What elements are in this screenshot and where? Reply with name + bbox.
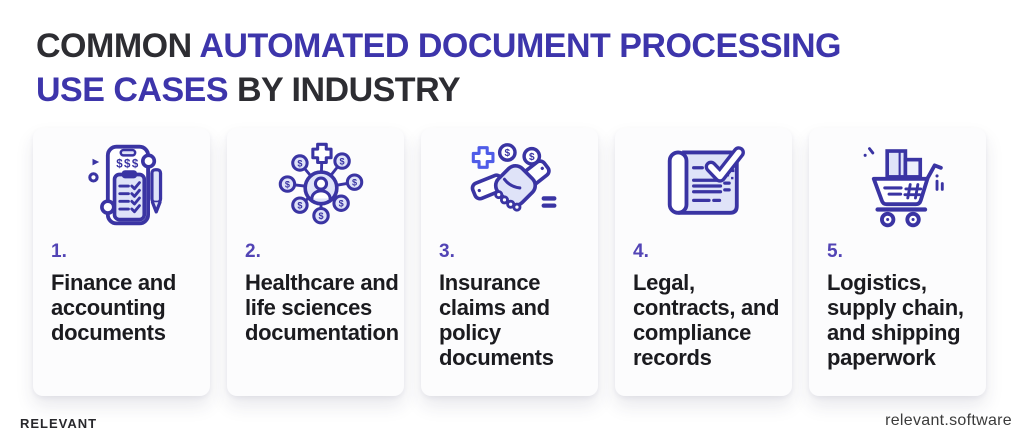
card-healthcare-number: 2. xyxy=(245,241,261,262)
card-finance-label: Finance and accounting documents xyxy=(51,270,177,345)
handshake-coins-icon: $ $ xyxy=(470,143,556,212)
use-case-cards-row: $$$ 1. Finance and accounting documents xyxy=(33,128,986,396)
svg-text:$: $ xyxy=(297,201,302,211)
card-logistics-icon-wrap xyxy=(827,140,978,232)
svg-text:$: $ xyxy=(284,179,289,189)
card-insurance-icon-wrap: $ $ xyxy=(439,140,590,232)
card-finance-icon-wrap: $$$ xyxy=(51,140,202,232)
title-segment-dark-2: BY INDUSTRY xyxy=(236,71,461,109)
card-healthcare-label: Healthcare and life sciences documentati… xyxy=(245,270,399,345)
svg-text:$: $ xyxy=(339,156,344,166)
title-segment-accent-1: AUTOMATED DOCUMENT PROCESSING xyxy=(199,27,841,65)
card-healthcare-icon-wrap: $ $ $ $ $ $ $ xyxy=(245,140,396,232)
card-healthcare: $ $ $ $ $ $ $ 2. Healthcare and life science… xyxy=(227,128,404,396)
svg-text:$: $ xyxy=(338,199,343,209)
card-finance-number: 1. xyxy=(51,241,67,262)
svg-text:$: $ xyxy=(504,148,510,159)
card-insurance-label: Insurance claims and policy documents xyxy=(439,270,554,370)
brand-logo-text: RELEVANT xyxy=(20,416,98,431)
card-legal: 4. Legal, contracts, and compliance reco… xyxy=(615,128,792,396)
healthcare-network-coins-icon: $ $ $ $ $ $ $ xyxy=(278,142,363,225)
card-logistics: 5. Logistics, supply chain, and shipping… xyxy=(809,128,986,396)
scroll-checkmark-icon xyxy=(667,146,745,215)
svg-text:$: $ xyxy=(528,152,534,163)
title-segment-dark-1: COMMON xyxy=(36,27,200,65)
svg-text:$: $ xyxy=(352,178,357,188)
page-title: COMMON AUTOMATED DOCUMENT PROCESSING USE … xyxy=(36,24,986,112)
card-legal-icon-wrap xyxy=(633,140,784,232)
card-logistics-number: 5. xyxy=(827,241,843,262)
shopping-cart-boxes-icon xyxy=(863,147,944,228)
card-insurance-number: 3. xyxy=(439,241,455,262)
phone-invoice-checklist-icon: $$$ xyxy=(87,144,162,226)
card-legal-label: Legal, contracts, and compliance records xyxy=(633,270,780,370)
title-segment-accent-2: USE CASES xyxy=(36,71,237,109)
svg-text:$$$: $$$ xyxy=(116,158,140,170)
website-url-text: relevant.software xyxy=(885,412,1012,429)
card-logistics-label: Logistics, supply chain, and shipping pa… xyxy=(827,270,964,370)
card-insurance: $ $ 3. Insurance claims and policy docum… xyxy=(421,128,598,396)
card-finance: $$$ 1. Finance and accounting documents xyxy=(33,128,210,396)
svg-text:$: $ xyxy=(318,211,323,221)
svg-text:$: $ xyxy=(297,158,302,168)
card-legal-number: 4. xyxy=(633,241,649,262)
